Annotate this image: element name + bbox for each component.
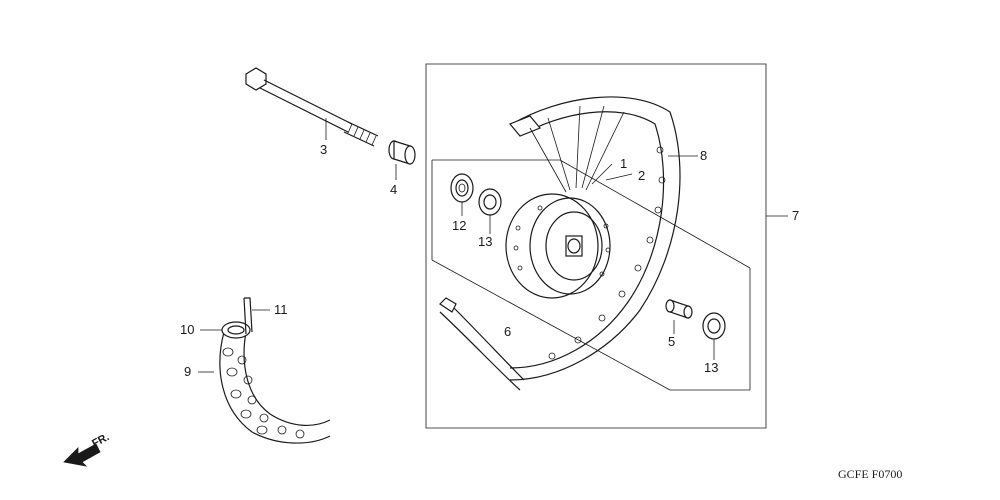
rim-band-part <box>243 297 253 335</box>
bearing-13-right <box>702 312 726 340</box>
callout-2: 2 <box>638 168 645 183</box>
callout-7: 7 <box>792 208 799 223</box>
callout-8: 8 <box>700 148 707 163</box>
hub-part <box>505 193 611 299</box>
callout-3: 3 <box>320 142 327 157</box>
axle-part <box>245 67 379 147</box>
collar-part <box>388 140 416 165</box>
front-label: FR. <box>90 431 111 450</box>
callout-4: 4 <box>390 182 397 197</box>
callout-11: 11 <box>274 302 288 317</box>
callout-6: 6 <box>504 324 511 339</box>
tube-part <box>221 321 251 339</box>
bearing-12 <box>450 173 474 203</box>
front-arrow-icon <box>63 443 101 467</box>
leader-lines <box>198 118 788 373</box>
bearing-13-left <box>478 188 502 216</box>
front-direction-indicator: FR. <box>63 431 111 467</box>
callout-1: 1 <box>620 156 627 171</box>
callout-13-right: 13 <box>704 360 718 375</box>
callout-labels: 1 2 3 4 5 6 7 8 9 10 11 12 13 13 <box>180 142 799 379</box>
tire-part <box>219 331 331 444</box>
spokes <box>529 105 625 193</box>
callout-5: 5 <box>668 334 675 349</box>
callout-9: 9 <box>184 364 191 379</box>
callout-10: 10 <box>180 322 194 337</box>
diagram-code: GCFE F0700 <box>838 467 902 481</box>
callout-13-left: 13 <box>478 234 492 249</box>
rim-part <box>439 96 681 391</box>
assembly-frame <box>425 63 767 429</box>
callout-12: 12 <box>452 218 466 233</box>
distance-collar-part <box>665 299 693 319</box>
